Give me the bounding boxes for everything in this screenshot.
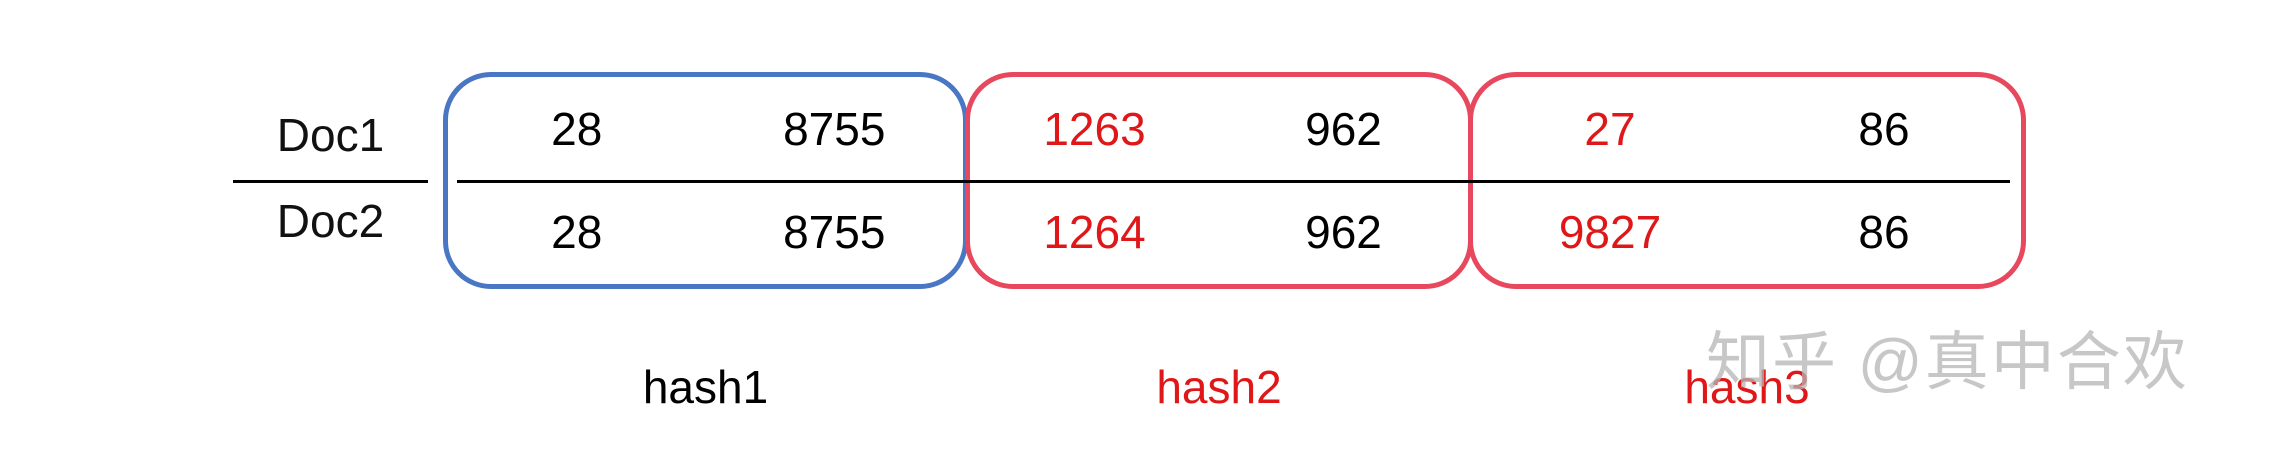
- hash3-doc1-value-b: 86: [1858, 102, 1910, 155]
- hash3-label: hash3: [1684, 361, 1810, 413]
- hash1-label: hash1: [642, 361, 769, 413]
- hash2-label: hash2: [1156, 361, 1282, 413]
- hash2-doc1-value-a: 1263: [1043, 102, 1146, 155]
- hash1-doc2-value-a: 28: [551, 206, 603, 259]
- hash2-doc2-value-a: 1264: [1043, 206, 1146, 259]
- hash3-doc1-value-a: 27: [1584, 102, 1636, 155]
- hash1-box: 28 8755 28 8755: [443, 72, 968, 289]
- hash2-doc1-value-b: 962: [1305, 102, 1382, 155]
- divider-line-left-segment: [233, 180, 428, 183]
- hash3-doc2-value-a: 9827: [1558, 206, 1662, 259]
- hash1-doc1-value-a: 28: [551, 102, 603, 155]
- hash1-doc2-value-b: 8755: [783, 206, 886, 259]
- divider-line-main-segment: [457, 180, 2010, 183]
- row-label-doc1: Doc1: [276, 109, 385, 161]
- hash3-box: 27 86 9827 86: [1468, 72, 2026, 289]
- hash2-doc2-value-b: 962: [1305, 206, 1382, 259]
- zhihu-watermark: 知乎 @真中合欢: [1706, 326, 2189, 398]
- hash1-doc1-value-b: 8755: [783, 102, 886, 155]
- hash3-doc2-value-b: 86: [1858, 206, 1910, 259]
- row-label-doc2: Doc2: [276, 195, 385, 247]
